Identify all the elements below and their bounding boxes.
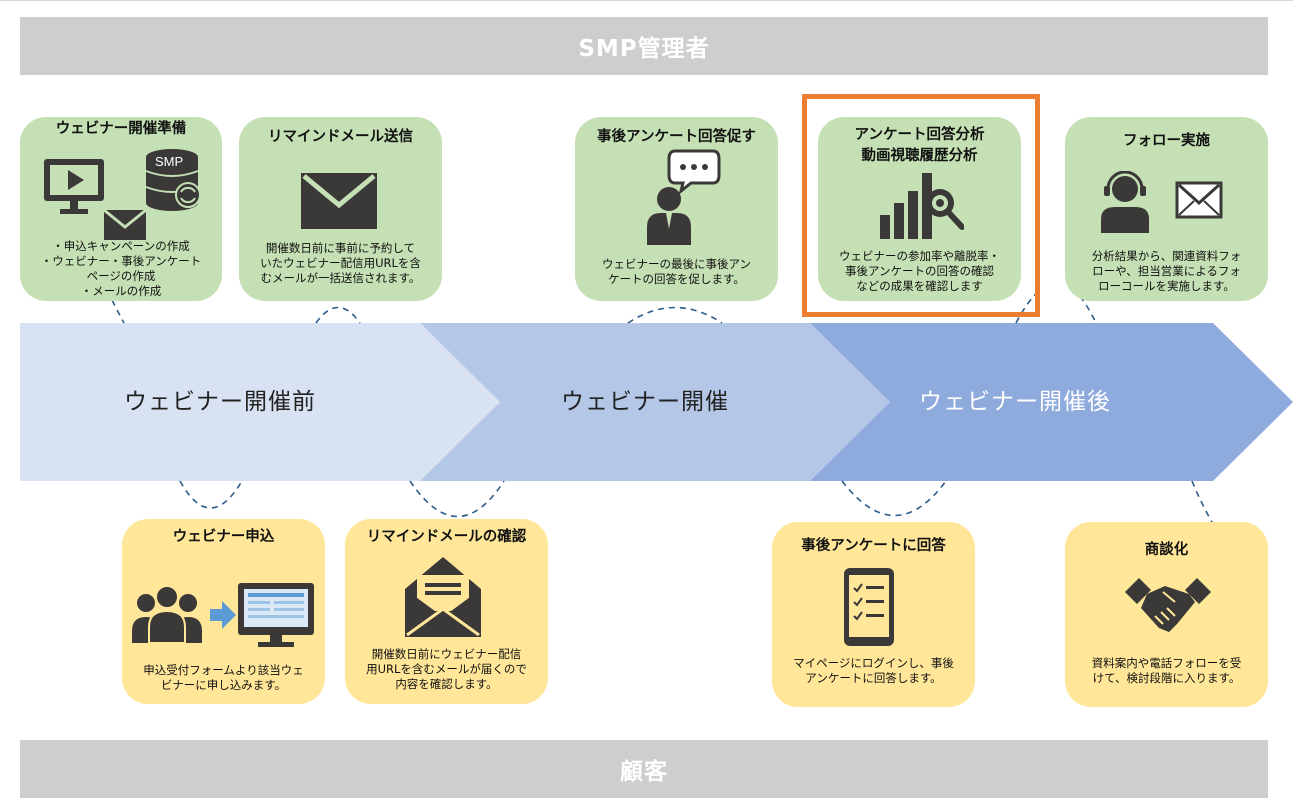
bar-chart-magnifier-icon	[880, 173, 964, 239]
envelope-icon	[301, 173, 377, 229]
card-title-second: 動画視聴履歴分析	[861, 148, 978, 164]
phase-label-during: ウェビナー開催	[561, 389, 729, 415]
card-description: 分析結果から、関連資料フォ ローや、担当営業によるフォ ローコールを実施します。	[1091, 249, 1242, 293]
card-description: ・申込キャンペーンの作成 ・ウェビナー・事後アンケート ページの作成 ・メールの…	[40, 239, 202, 298]
admin-step-follow: フォロー実施 分析結果から、関連資料フォ ローや、担当営業によるフォ ローコール…	[1065, 117, 1268, 301]
card-description: ウェビナーの参加率や離脱率・ 事後アンケートの回答の確認 などの成果を確認します	[839, 249, 1000, 293]
customer-banner: 顧客	[20, 740, 1268, 798]
admin-step-analysis: アンケート回答分析 動画視聴履歴分析 ウェビナーの参加率や離脱率・ 事後アンケー…	[818, 117, 1021, 301]
admin-step-remind-send: リマインドメール送信 開催数日前に事前に予約して いたウェビナー配信用URLを含…	[239, 117, 442, 301]
card-description: 開催数日前に事前に予約して いたウェビナー配信用URLを含 むメールが一括送信さ…	[260, 241, 421, 285]
admin-step-survey-prompt: 事後アンケート回答促す ウェビナーの最後に事後アン ケートの回答を促します。	[575, 117, 778, 301]
customer-step-deal: 商談化 資料案内や電話フォローを受 けて、検討段階に入ります。	[1065, 522, 1268, 707]
group-monitor-icon	[132, 583, 314, 647]
connector-remind-send	[315, 306, 361, 324]
customer-step-apply: ウェビナー申込 申込受付フォームより該当ウェ ビナーに申し込みます。	[122, 519, 325, 704]
card-description: 資料案内や電話フォローを受 けて、検討段階に入ります。	[1091, 656, 1242, 685]
card-description: マイページにログインし、事後 アンケートに回答します。	[793, 656, 954, 685]
phase-arrow-after	[810, 323, 1293, 481]
card-title: 事後アンケートに回答	[801, 538, 946, 554]
connector-deal	[1191, 480, 1213, 523]
card-title: ウェビナー申込	[172, 529, 275, 545]
svg-text:SMP: SMP	[155, 154, 183, 169]
connector-answer	[841, 480, 947, 517]
card-description: 申込受付フォームより該当ウェ ビナーに申し込みます。	[143, 663, 304, 692]
person-speech-bubble-icon	[647, 149, 721, 245]
card-description: 開催数日前にウェビナー配信 用URLを含むメールが届くので 内容を確認します。	[366, 647, 527, 691]
handshake-icon	[1125, 578, 1211, 632]
card-title: 事後アンケート回答促す	[597, 129, 756, 145]
card-title: フォロー実施	[1123, 133, 1210, 149]
connector-apply	[179, 480, 243, 509]
admin-step-prep: ウェビナー開催準備 SMP ・申込キャンペーンの作成 ・ウェビナー・事後アンケー…	[20, 117, 222, 301]
phase-arrow-before	[20, 323, 500, 481]
phase-arrow-during	[420, 323, 890, 481]
smartphone-checklist-icon	[844, 568, 894, 646]
monitor-mail-database-icon: SMP	[44, 149, 201, 240]
highlight-frame	[802, 94, 1040, 317]
connector-lines	[111, 289, 1213, 523]
card-description: ウェビナーの最後に事後アン ケートの回答を促します。	[601, 257, 752, 286]
card-title: ウェビナー開催準備	[55, 121, 187, 137]
customer-step-answer: 事後アンケートに回答 マイページにログインし、事後 アンケートに回答します。	[772, 522, 975, 707]
phase-label-before: ウェビナー開催前	[124, 389, 316, 415]
customer-step-remind-check: リマインドメールの確認 開催数日前にウェビナー配信 用URLを含むメールが届くの…	[345, 519, 548, 704]
connector-survey-prompt	[627, 306, 723, 324]
card-title: アンケート回答分析	[854, 127, 985, 143]
card-title: 商談化	[1144, 542, 1189, 558]
card-title: リマインドメールの確認	[366, 529, 527, 545]
admin-banner: SMP管理者	[20, 17, 1268, 75]
connector-remind-check	[409, 480, 505, 518]
phase-label-after: ウェビナー開催後	[919, 389, 1111, 415]
connector-prep	[111, 299, 125, 324]
open-envelope-icon	[405, 557, 481, 637]
headset-operator-mail-icon	[1101, 171, 1223, 233]
card-title: リマインドメール送信	[268, 129, 413, 145]
top-divider	[0, 0, 1293, 1]
